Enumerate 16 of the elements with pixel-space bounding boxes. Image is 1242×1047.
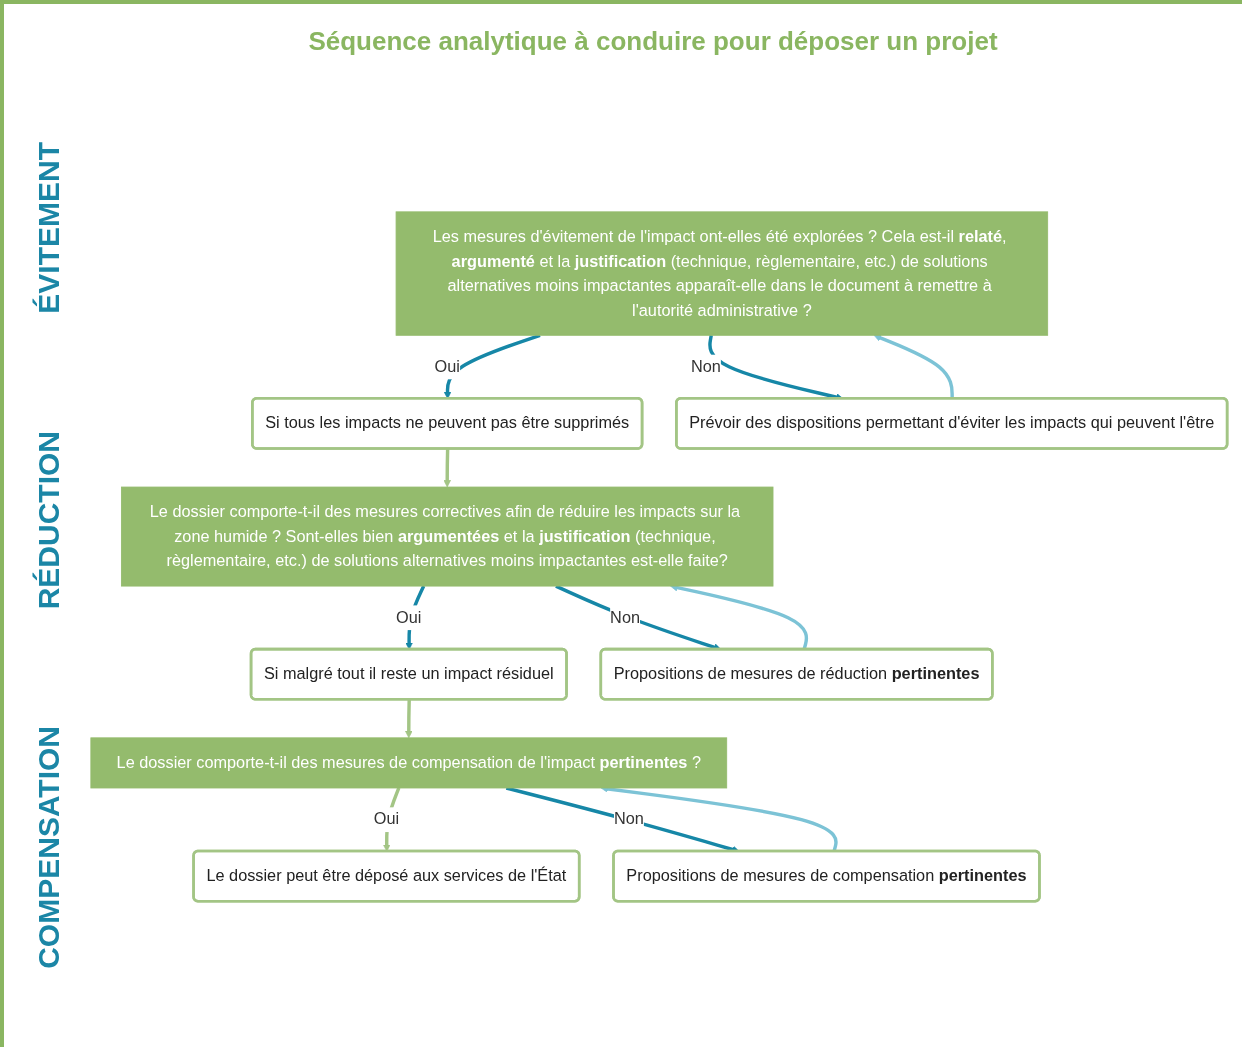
edge-label: Oui: [396, 607, 422, 626]
diagram-title: Séquence analytique à conduire pour déposer un projet: [307, 26, 999, 57]
arrow: [405, 699, 413, 739]
section-label: COMPENSATION: [32, 725, 66, 969]
node-box: Les mesures d'évitement de l'impact ont-elles été explorées ? Cela est-il relaté, argumenté et la justification (technique, règlementaire, etc.) de solutions alternatives moins impactantes apparaît-elle dans le document à remettre à l'autorité administrative ?: [395, 211, 1049, 336]
node-box: Le dossier comporte-t-il des mesures correctives afin de réduire les impacts sur la zone humide ? Sont-elles bien argumentées et la justification (technique, règlementaire, etc.) de solutions alternatives moins impactantes est-elle faite?: [120, 486, 774, 587]
section-label: RÉDUCTION: [32, 430, 66, 610]
arrow: [873, 334, 954, 399]
edge-label: Oui: [373, 809, 400, 828]
arrow: [443, 448, 451, 488]
edge-label: Non: [690, 357, 721, 376]
section-label: ÉVITEMENT: [32, 142, 66, 315]
edge-label: Oui: [434, 357, 460, 376]
edge-label: Non: [613, 809, 644, 828]
node-box: Le dossier comporte-t-il des mesures de compensation de l'impact pertinentes ?: [90, 737, 728, 789]
edge-label: Non: [610, 607, 641, 626]
